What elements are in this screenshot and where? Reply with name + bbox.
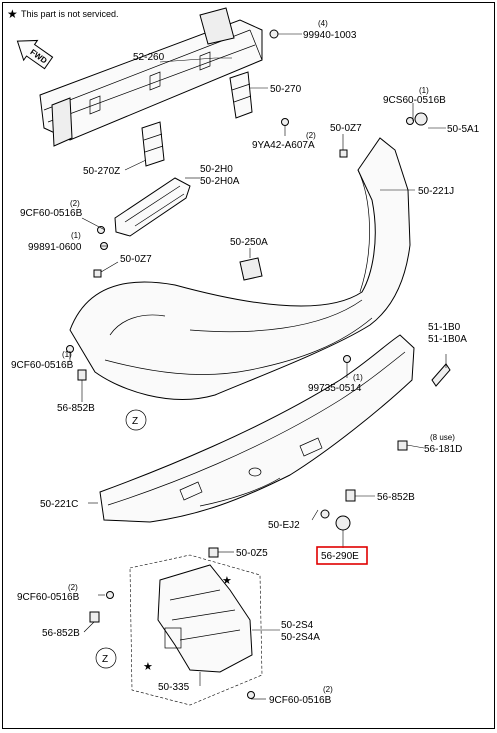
bracket-50-270z xyxy=(141,121,165,167)
clip-50-250a xyxy=(239,257,263,281)
qty-9cf60-a: (2) xyxy=(70,199,80,208)
not-serviced-star-icon-1: ★ xyxy=(222,575,232,587)
view-z-label-1: Z xyxy=(132,416,138,427)
label-9cf60-0516b-a: 9CF60-0516B xyxy=(20,208,83,219)
label-51-1b0: 51-1B0 xyxy=(428,322,461,333)
qty-9cf60-d: (2) xyxy=(323,685,333,694)
label-9cs60-0516b: 9CS60-0516B xyxy=(383,95,446,106)
side-bracket-50-2h0 xyxy=(114,177,191,237)
label-50-2s4: 50-2S4 xyxy=(281,620,314,631)
label-9cf60-0516b-d: 9CF60-0516B xyxy=(269,695,332,706)
label-50-5a1: 50-5A1 xyxy=(447,124,480,135)
label-50-250a: 50-250A xyxy=(230,237,268,248)
label-56-181d: 56-181D xyxy=(424,444,462,455)
qty-9cs60: (1) xyxy=(419,86,429,95)
label-50-2h0a: 50-2H0A xyxy=(200,176,240,187)
qty-99891: (1) xyxy=(71,231,81,240)
view-z-label-2: Z xyxy=(102,654,108,665)
label-99735-0514: 99735-0514 xyxy=(308,383,362,394)
label-50-335: 50-335 xyxy=(158,682,190,693)
label-56-852b-c: 56-852B xyxy=(42,628,80,639)
fastener-icons xyxy=(66,29,428,699)
label-50-221c: 50-221C xyxy=(40,499,78,510)
label-50-270z: 50-270Z xyxy=(83,166,120,177)
label-56-290e[interactable]: 56-290E xyxy=(321,551,359,562)
qty-9cf60-b: (1) xyxy=(62,350,72,359)
bumper-reinforcement-beam xyxy=(39,7,263,147)
label-50-0z7-lower: 50-0Z7 xyxy=(120,254,152,265)
qty-99735: (1) xyxy=(353,373,363,382)
notice-star-icon: ★ xyxy=(7,7,18,21)
label-50-2h0: 50-2H0 xyxy=(200,164,233,175)
label-9cf60-0516b-c: 9CF60-0516B xyxy=(17,592,80,603)
qty-56-181d: (8 use) xyxy=(430,433,455,442)
label-9ya42-a607a: 9YA42-A607A xyxy=(252,140,315,151)
qty-99940: (4) xyxy=(318,19,328,28)
notice-text: This part is not serviced. xyxy=(21,9,119,19)
bumper-fascia-upper xyxy=(69,137,411,400)
bracket-50-270 xyxy=(229,71,253,119)
label-9cf60-0516b-b: 9CF60-0516B xyxy=(11,360,74,371)
not-serviced-star-icon-2: ★ xyxy=(143,661,153,673)
leader-lines xyxy=(69,33,447,700)
view-z-circle-2 xyxy=(95,647,117,669)
label-50-0z5: 50-0Z5 xyxy=(236,548,268,559)
label-99891-0600: 99891-0600 xyxy=(28,242,82,253)
label-99940-1003: 99940-1003 xyxy=(303,30,357,41)
fwd-arrow-icon: FWD xyxy=(16,39,54,70)
label-50-270: 50-270 xyxy=(270,84,302,95)
qty-9cf60-c: (2) xyxy=(68,583,78,592)
label-50-ej2: 50-EJ2 xyxy=(268,520,300,531)
label-56-852b-a: 56-852B xyxy=(57,403,95,414)
label-50-0z7-upper: 50-0Z7 xyxy=(330,123,362,134)
label-52-260: 52-260 xyxy=(133,52,165,63)
label-50-2s4a: 50-2S4A xyxy=(281,632,320,643)
splash-shield-50-2s4 xyxy=(129,554,263,706)
qty-9ya42: (2) xyxy=(306,131,316,140)
view-z-circle-1 xyxy=(125,409,147,431)
highlight-box-56-290e xyxy=(316,546,368,565)
label-50-221j: 50-221J xyxy=(418,186,454,197)
label-56-852b-b: 56-852B xyxy=(377,492,415,503)
rear-reflector xyxy=(431,363,451,387)
label-51-1b0a: 51-1B0A xyxy=(428,334,467,345)
bumper-lower-diffuser xyxy=(99,334,415,523)
